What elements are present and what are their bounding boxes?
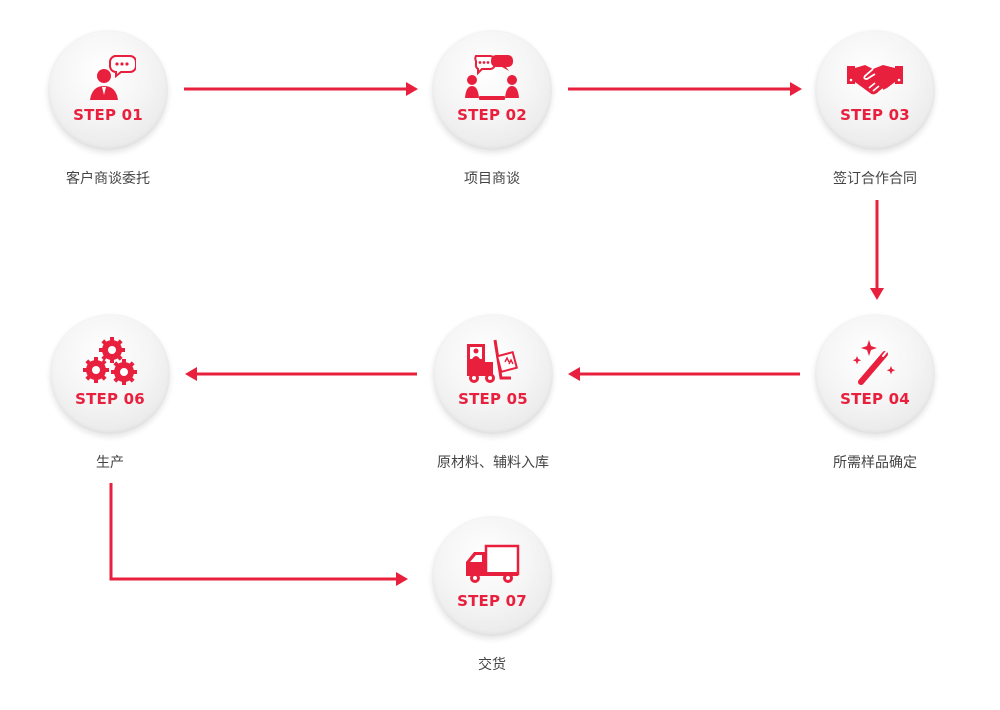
arrow-step03-to-step04 [870,200,884,300]
step-01-caption: 客户商谈委托 [66,171,150,187]
arrow-step02-to-step03 [568,82,802,96]
step-01-node: STEP 01 客户商谈委托 [8,30,208,188]
step-03-label: STEP 03 [840,106,910,124]
forklift-icon [463,334,523,390]
step-03-caption: 签订合作合同 [833,171,917,187]
step-02-caption: 项目商谈 [464,171,520,187]
step-05-caption: 原材料、辅料入库 [437,455,549,471]
step-05-label: STEP 05 [458,390,528,408]
step-05-circle: STEP 05 [433,314,553,434]
step-01-circle: STEP 01 [48,30,168,150]
step-07-caption: 交货 [478,657,506,673]
step-06-circle: STEP 06 [50,314,170,434]
step-06-label: STEP 06 [75,390,145,408]
arrow-step01-to-step02 [184,82,418,96]
step-02-label: STEP 02 [457,106,527,124]
step-07-node: STEP 07 交货 [392,516,592,674]
step-02-circle: STEP 02 [432,30,552,150]
step-04-node: STEP 04 所需样品确定 [775,314,975,472]
consultant-icon [78,50,138,106]
step-06-node: STEP 06 生产 [10,314,210,472]
handshake-icon [845,50,905,106]
step-03-circle: STEP 03 [815,30,935,150]
step-03-node: STEP 03 签订合作合同 [775,30,975,188]
step-04-label: STEP 04 [840,390,910,408]
step-02-node: STEP 02 项目商谈 [392,30,592,188]
arrow-step05-to-step06 [185,367,417,381]
step-07-circle: STEP 07 [432,516,552,636]
gears-icon [80,334,140,390]
discussion-group-icon [462,50,522,106]
arrow-step04-to-step05 [568,367,800,381]
magic-wand-icon [845,334,905,390]
step-05-node: STEP 05 原材料、辅料入库 [393,314,593,472]
truck-icon [462,536,522,592]
step-07-label: STEP 07 [457,592,527,610]
step-01-label: STEP 01 [73,106,143,124]
step-04-caption: 所需样品确定 [833,455,917,471]
step-06-caption: 生产 [96,455,124,471]
step-04-circle: STEP 04 [815,314,935,434]
arrow-step06-to-step07 [109,483,408,586]
